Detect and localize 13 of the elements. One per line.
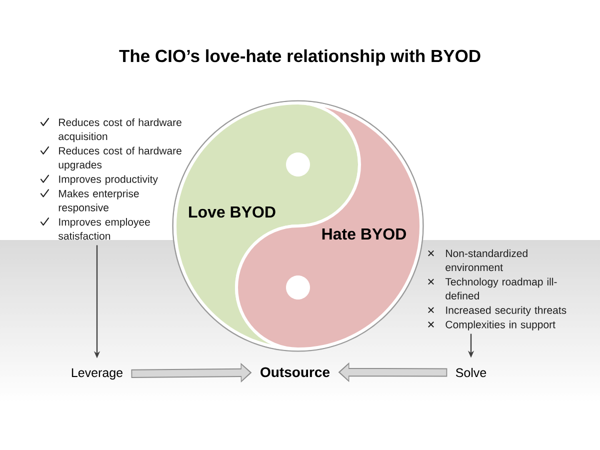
label: Outsource bbox=[260, 367, 330, 378]
list-item: Improves employee satisfaction bbox=[58, 218, 150, 240]
list-item: Reduces cost of hardware upgrades bbox=[58, 146, 182, 171]
list-item: Non-standardized environment bbox=[446, 249, 528, 272]
label: Solve bbox=[456, 368, 486, 378]
title: The CIO’s love-hate relationship with BYOD bbox=[119, 49, 480, 66]
list-item: Technology roadmap ill-defined bbox=[445, 278, 557, 300]
list-item: Reduces cost of hardware acquisition bbox=[58, 118, 182, 142]
list-item: Increased security threats bbox=[446, 306, 566, 316]
list-item: Makes enterprise responsive bbox=[58, 190, 139, 214]
list-item: Complexities in support bbox=[446, 320, 556, 330]
label: Leverage bbox=[72, 368, 122, 380]
list-item: Improves productivity bbox=[59, 175, 158, 185]
